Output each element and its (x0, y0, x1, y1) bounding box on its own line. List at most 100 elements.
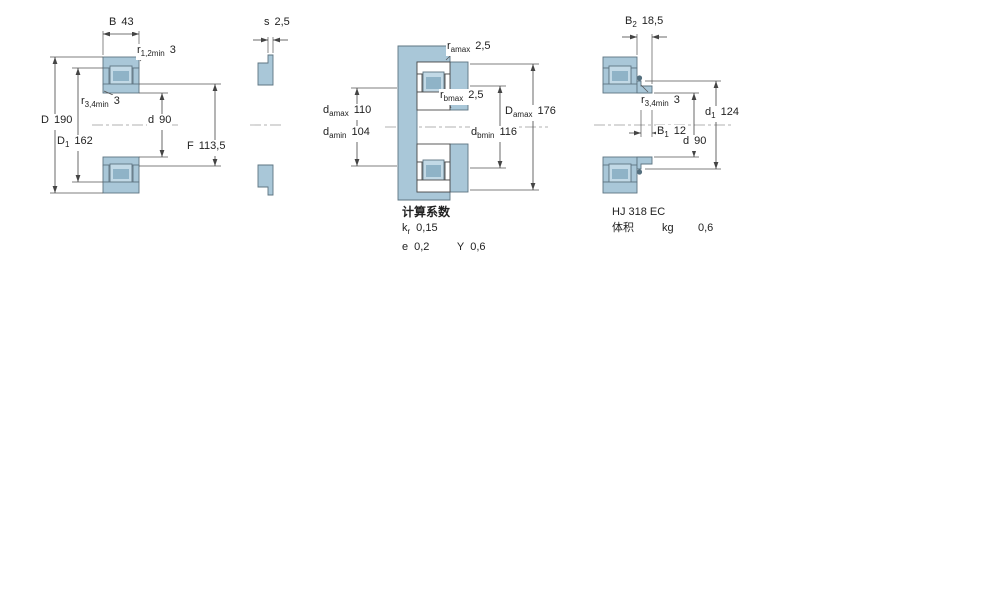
dim-value: 190 (53, 114, 73, 126)
dim-symbol: d (148, 114, 155, 126)
dim-value: 162 (74, 135, 93, 147)
inner-ring-bottom (416, 143, 451, 163)
dim-symbol: F (187, 140, 194, 152)
dim-symbol: B (625, 15, 633, 27)
dim-label-F: F 113,5 (186, 140, 227, 157)
dim-subscript: 2 (632, 20, 637, 30)
dim-subscript: 3,4min (644, 99, 669, 109)
dim-line-D1-arrowhead (75, 175, 81, 182)
outer-ring-flange (102, 67, 110, 86)
dim-line-B2-arrowhead (652, 34, 659, 40)
dim-line-s-arrowhead (273, 37, 280, 43)
roller-core (612, 71, 628, 81)
dim-value: 18,5 (641, 15, 664, 27)
dim-symbol: d (705, 106, 712, 118)
abutment-ring-bottom (449, 143, 469, 193)
dim-line-D-arrowhead (52, 57, 58, 64)
factor-symbol: Y (456, 241, 465, 254)
dim-line-d-right-arrowhead (691, 150, 697, 157)
dim-value: 90 (159, 114, 172, 126)
dim-label-d1: d1 124 (704, 106, 740, 123)
dim-line-damax-damin-arrowhead (354, 88, 360, 95)
dim-line-dbmin-arrowhead (497, 161, 503, 168)
dim-value: 90 (694, 135, 707, 147)
dim-label-r34min-right: r3,4min 3 (640, 94, 681, 111)
dim-value: 2,5 (475, 40, 491, 52)
dim-line-F-arrowhead (212, 84, 218, 91)
dim-label-B2: B2 18,5 (624, 15, 665, 32)
dim-subscript: bmax (443, 94, 464, 104)
dim-symbol: d (471, 126, 478, 138)
dim-subscript: 1,2min (140, 49, 165, 59)
dim-line-F-arrowhead (212, 159, 218, 166)
mounting-abutment-drawing (397, 45, 469, 201)
mass-label: 体积 (612, 222, 634, 234)
dim-value: 3 (673, 94, 680, 106)
outer-ring-flange (102, 164, 110, 183)
dim-line-B-arrowhead (103, 31, 110, 37)
dim-value: 12 (673, 125, 687, 137)
outer-ring-flange (602, 67, 610, 86)
dim-symbol: d (323, 104, 330, 116)
outer-ring-flange (416, 161, 423, 181)
dim-symbol: D (57, 135, 65, 147)
outer-ring-flange (444, 161, 451, 181)
dim-value: 2,5 (274, 16, 290, 28)
outer-ring-flange (630, 67, 638, 86)
calculation-factors-title: 计算系数 (402, 205, 451, 219)
factor-symbol: e (402, 241, 409, 254)
outer-ring-flange (132, 67, 140, 86)
dim-line-D1-arrowhead (75, 68, 81, 75)
dim-value: 113,5 (198, 140, 226, 152)
dim-symbol: r (641, 94, 645, 106)
inner-ring-top (602, 83, 638, 94)
dim-line-D-arrowhead (52, 186, 58, 193)
dim-label-d-left: d 90 (147, 114, 173, 131)
dim-line-B2-arrowhead (630, 34, 637, 40)
dimension-lines-layer (52, 31, 719, 193)
dim-value: 176 (537, 105, 556, 117)
roller-core (113, 71, 129, 81)
dim-subscript: amax (450, 45, 471, 55)
dim-subscript: amin (329, 131, 347, 141)
angle-ring-top (636, 80, 653, 94)
dim-line-damax-damin-arrowhead (354, 159, 360, 166)
bearing-with-angle-ring-drawing (602, 56, 653, 194)
dim-value: 124 (720, 106, 739, 118)
outer-ring-flange (602, 164, 610, 183)
angle-ring-designation: HJ 318 EC (612, 206, 666, 218)
dim-symbol: r (447, 40, 451, 52)
dim-value: 116 (499, 126, 518, 138)
dim-subscript: amax (512, 110, 533, 120)
dim-symbol: d (683, 135, 690, 147)
roller-core (426, 77, 441, 89)
outer-ring-flange (416, 73, 423, 93)
dim-line-d1-arrowhead (713, 81, 719, 88)
dim-subscript: 1 (664, 130, 669, 140)
roller-core (612, 169, 628, 179)
dim-subscript: 1 (711, 111, 716, 121)
dim-line-d-left-arrowhead (159, 150, 165, 157)
outer-ring-bottom (416, 179, 451, 193)
dim-symbol: r (137, 44, 141, 56)
angle-ring-bottom (636, 156, 653, 170)
bearing-cross-section (102, 56, 140, 194)
angle-ring-cross-section (257, 54, 274, 196)
dim-symbol: d (323, 126, 330, 138)
ring-section-bottom (257, 164, 274, 196)
factor-symbol: k (402, 222, 408, 234)
outer-ring-bottom (602, 181, 638, 194)
outer-ring-flange (132, 164, 140, 183)
factor-value: 0,15 (416, 222, 438, 234)
inner-ring-top (102, 83, 140, 94)
